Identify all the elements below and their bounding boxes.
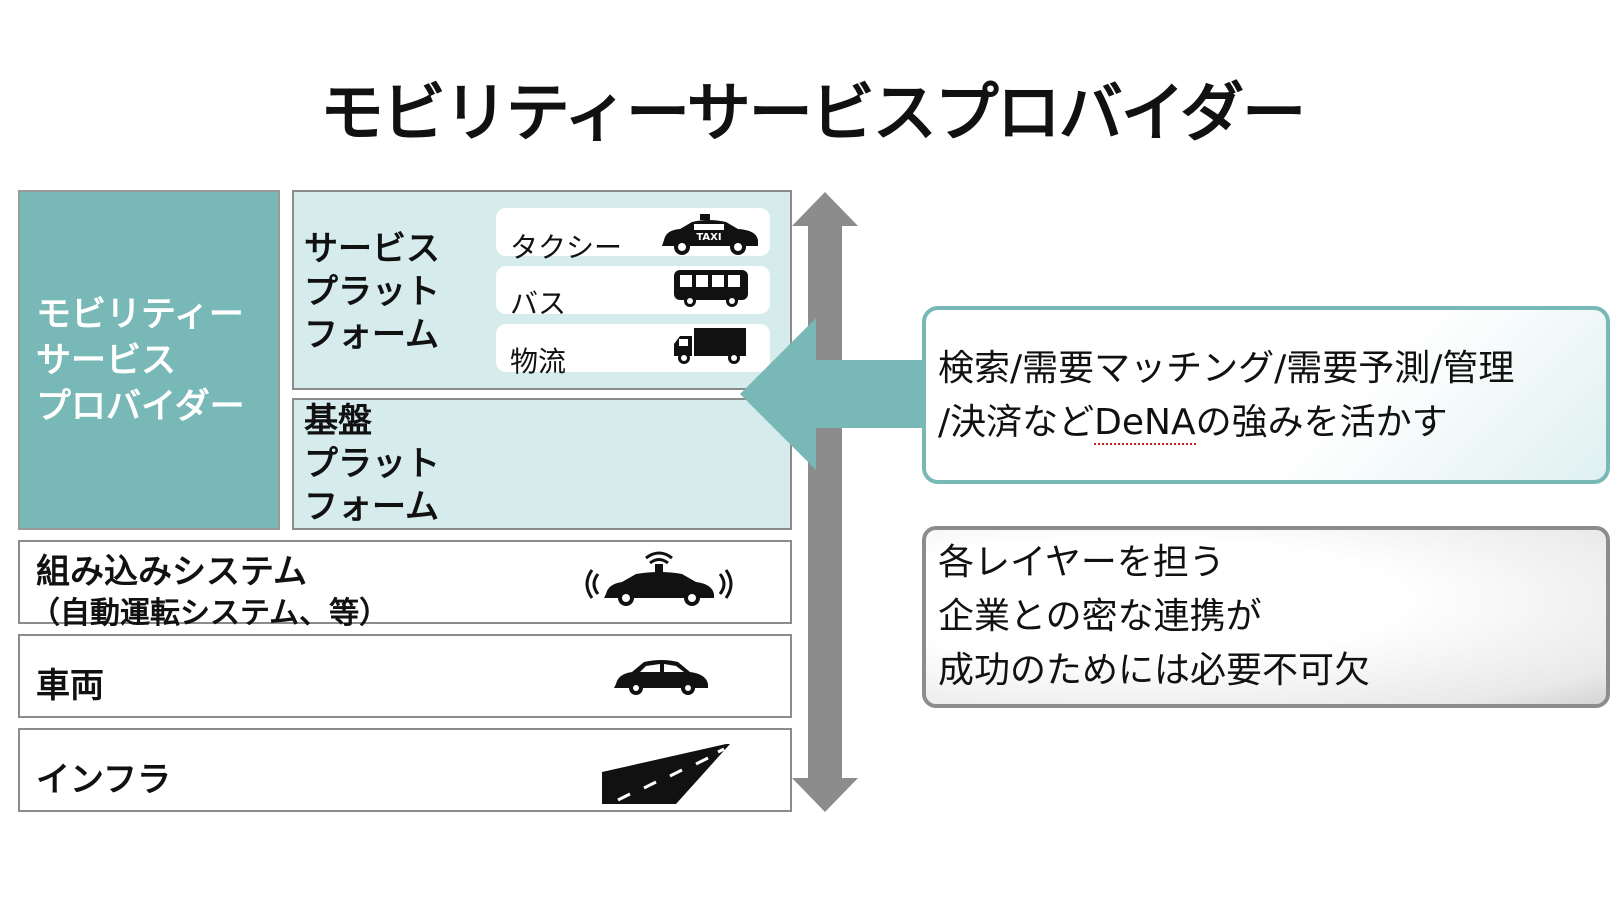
- callout-line: 企業との密な連携が: [938, 596, 1262, 637]
- truck-icon: [674, 328, 746, 364]
- service-platform-label: サービス プラット フォーム: [304, 228, 440, 357]
- embedded-system-sublabel: （自動運転システム、等）: [30, 596, 390, 631]
- base-platform-box: [292, 398, 792, 530]
- label-line: フォーム: [304, 487, 439, 527]
- callout-line: 各レイヤーを担う: [938, 542, 1225, 583]
- vertical-double-arrow-icon: [792, 192, 858, 812]
- embedded-system-label: 組み込みシステム: [36, 552, 307, 592]
- service-item-label: タクシー: [510, 231, 623, 264]
- taxi-icon: TAXI: [662, 214, 758, 255]
- collaboration-callout: [922, 526, 1610, 708]
- msp-label-line: プロバイダー: [36, 387, 245, 427]
- label-line: フォーム: [304, 315, 439, 355]
- msp-layer-box: [18, 190, 280, 530]
- vehicle-label: 車両: [36, 666, 104, 706]
- service-item-label: バス: [510, 287, 567, 320]
- callout-line: /決済などDeNAの強みを活かす: [938, 396, 1608, 450]
- autonomous-car-icon: [585, 551, 733, 606]
- car-icon: [614, 660, 708, 695]
- label-line: プラット: [304, 272, 440, 312]
- service-item-label: 物流: [510, 345, 567, 378]
- callout-text-segment: /決済など: [938, 402, 1095, 443]
- msp-label-line: モビリティー: [36, 295, 244, 335]
- left-arrow-icon: [740, 318, 932, 470]
- msp-label-line: サービス: [36, 341, 177, 381]
- infrastructure-label: インフラ: [36, 760, 171, 800]
- callout-text-segment: の強みを活かす: [1195, 402, 1448, 443]
- strengths-callout-text: 検索/需要マッチング/需要予測/管理 /決済などDeNAの強みを活かす: [938, 342, 1608, 450]
- brand-name: DeNA: [1094, 402, 1196, 445]
- road-icon: [602, 744, 730, 804]
- callout-line: 検索/需要マッチング/需要予測/管理: [938, 348, 1515, 389]
- msp-layer-label: モビリティー サービス プロバイダー: [36, 292, 276, 430]
- label-line: プラット: [304, 444, 440, 484]
- label-line: サービス: [304, 229, 440, 269]
- strengths-callout: [922, 306, 1610, 484]
- label-line: 基盤: [304, 401, 372, 441]
- svg-text:TAXI: TAXI: [696, 232, 721, 243]
- page-title: モビリティーサービスプロバイダー: [319, 77, 1306, 151]
- base-platform-label: 基盤 プラット フォーム: [304, 400, 440, 529]
- callout-line: 成功のためには必要不可欠: [938, 650, 1371, 691]
- bus-icon: [674, 270, 748, 307]
- collaboration-callout-text: 各レイヤーを担う 企業との密な連携が 成功のためには必要不可欠: [938, 536, 1598, 698]
